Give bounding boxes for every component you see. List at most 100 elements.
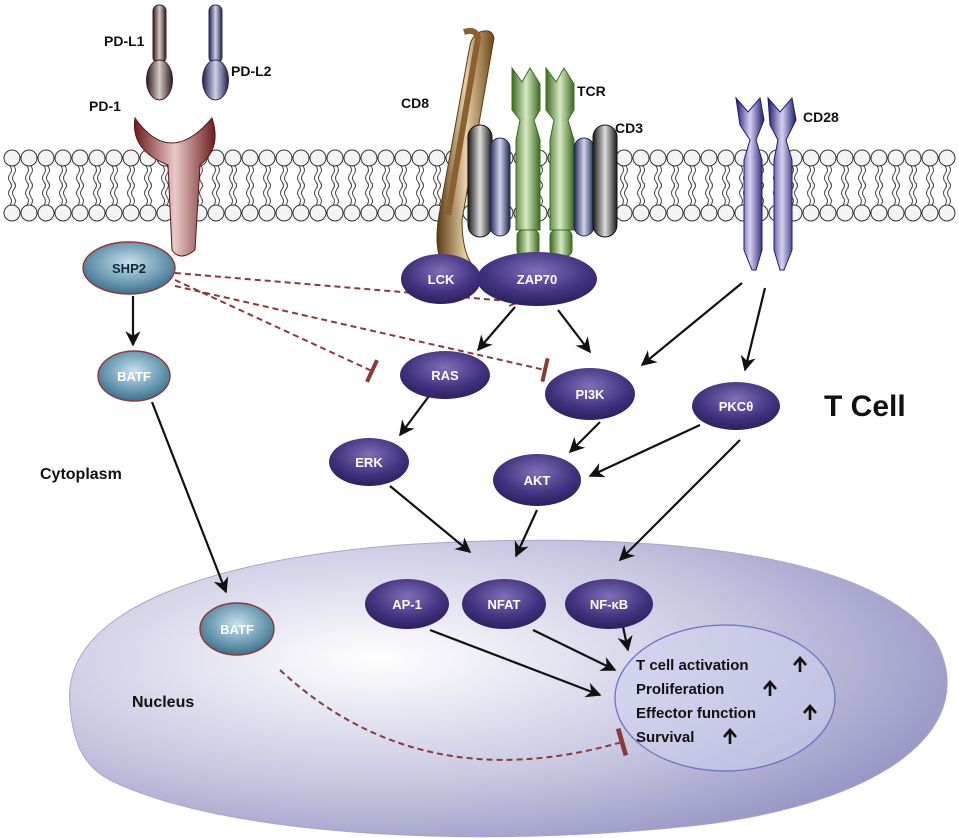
- lipid-head: [819, 204, 837, 222]
- lipid-head: [802, 149, 820, 167]
- arrow-pkc-nfkb: [618, 439, 741, 562]
- cd3-left: [467, 124, 511, 238]
- lipid-tail: [42, 165, 50, 206]
- lipid-head: [292, 204, 310, 222]
- cd28-receptor: [735, 96, 797, 271]
- ras-node: RAS: [400, 351, 490, 399]
- arrow-akt-nfat: [514, 509, 539, 558]
- lipid-head: [343, 204, 361, 222]
- lipid-head: [71, 149, 89, 167]
- lipid-head: [853, 149, 871, 167]
- pi3k-node: PI3K: [545, 368, 635, 420]
- pkc-label: PKCθ: [719, 399, 753, 414]
- lipid-tail: [93, 165, 101, 206]
- lipid-tail: [943, 165, 951, 206]
- pi3k-label: PI3K: [576, 387, 606, 402]
- lipid-head: [700, 149, 718, 167]
- lipid-tail: [348, 165, 356, 206]
- pdl2-label: PD-L2: [231, 63, 272, 79]
- t-cell-title: T Cell: [824, 390, 906, 423]
- arrow-erk-nfat: [389, 485, 472, 553]
- lipid-head: [683, 149, 701, 167]
- lipid-head: [309, 204, 327, 222]
- tcr-receptor: [511, 66, 575, 257]
- arrow-up-icon: [723, 728, 737, 744]
- lipid-head: [122, 204, 140, 222]
- pdl1-label: PD-L1: [104, 33, 145, 49]
- lipid-head: [870, 149, 888, 167]
- lipid-head: [360, 149, 378, 167]
- lipid-head: [377, 204, 395, 222]
- erk-label: ERK: [355, 455, 383, 470]
- cd28-label: CD28: [803, 109, 839, 125]
- arrow-zap70-pi3k: [557, 309, 591, 354]
- lipid-head: [377, 149, 395, 167]
- arrow-nfat-outcomes: [532, 629, 617, 671]
- lipid-tail: [144, 165, 152, 206]
- lipid-tail: [705, 165, 713, 206]
- lipid-head: [105, 149, 123, 167]
- activation-arrows: [125, 282, 767, 698]
- lck-node: LCK: [401, 254, 481, 304]
- nfat-label: NFAT: [488, 597, 521, 612]
- lipid-head: [20, 204, 38, 222]
- lipid-head: [921, 204, 939, 222]
- lipid-head: [275, 204, 293, 222]
- lipid-tail: [875, 165, 883, 206]
- lipid-head: [700, 204, 718, 222]
- lipid-tail: [212, 165, 220, 206]
- lck-label: LCK: [428, 272, 455, 287]
- pd1-label: PD-1: [89, 98, 121, 114]
- batf-cytoplasm-node: BATF: [97, 350, 171, 402]
- lipid-tail: [246, 165, 254, 206]
- erk-node: ERK: [329, 438, 409, 486]
- lipid-tail: [807, 165, 815, 206]
- lipid-tail: [433, 165, 441, 206]
- lipid-tail: [892, 165, 900, 206]
- arrow-cd28-pi3k: [640, 282, 743, 366]
- lipid-head: [88, 204, 106, 222]
- lipid-head: [241, 204, 259, 222]
- lipid-head: [870, 204, 888, 222]
- lipid-head: [819, 149, 837, 167]
- outcome-effector-function: Effector function: [636, 705, 756, 722]
- inhibit-shp2-ras: [174, 279, 379, 383]
- lipid-tail: [229, 165, 237, 206]
- lipid-tail: [127, 165, 135, 206]
- pkc-node: PKCθ: [692, 382, 780, 430]
- lipid-tail: [365, 165, 373, 206]
- batf-cytoplasm-label: BATF: [117, 369, 151, 384]
- nfkb-label: NF-κB: [590, 597, 628, 612]
- pdl2-ligand: [202, 4, 229, 101]
- outcome-survival: Survival: [636, 729, 694, 746]
- ap1-node: AP-1: [365, 579, 449, 629]
- lipid-head: [666, 149, 684, 167]
- lipid-head: [275, 149, 293, 167]
- lipid-tail: [654, 165, 662, 206]
- lipid-head: [88, 149, 106, 167]
- akt-label: AKT: [524, 473, 551, 488]
- lipid-head: [853, 204, 871, 222]
- lipid-head: [122, 149, 140, 167]
- lipid-tail: [331, 165, 339, 206]
- arrow-up-icon: [803, 704, 817, 720]
- lipid-head: [428, 149, 446, 167]
- inhibit-batf-outcomes: [279, 669, 629, 761]
- lipid-head: [105, 204, 123, 222]
- lipid-tail: [263, 165, 271, 206]
- inhibit-shp2-zap70: [174, 272, 520, 302]
- nfkb-node: NF-κB: [565, 579, 653, 629]
- lipid-tail: [297, 165, 305, 206]
- lipid-head: [258, 204, 276, 222]
- lipid-head: [3, 149, 21, 167]
- lipid-head: [139, 204, 157, 222]
- pd1-receptor: [133, 116, 216, 257]
- lipid-head: [649, 204, 667, 222]
- arrow-batf-nuclear: [150, 401, 229, 594]
- lipid-tail: [620, 165, 628, 206]
- shp2-label: SHP2: [112, 261, 146, 276]
- outcome-t-cell-activation: T cell activation: [636, 657, 749, 674]
- arrow-cd28-pkc: [740, 287, 767, 372]
